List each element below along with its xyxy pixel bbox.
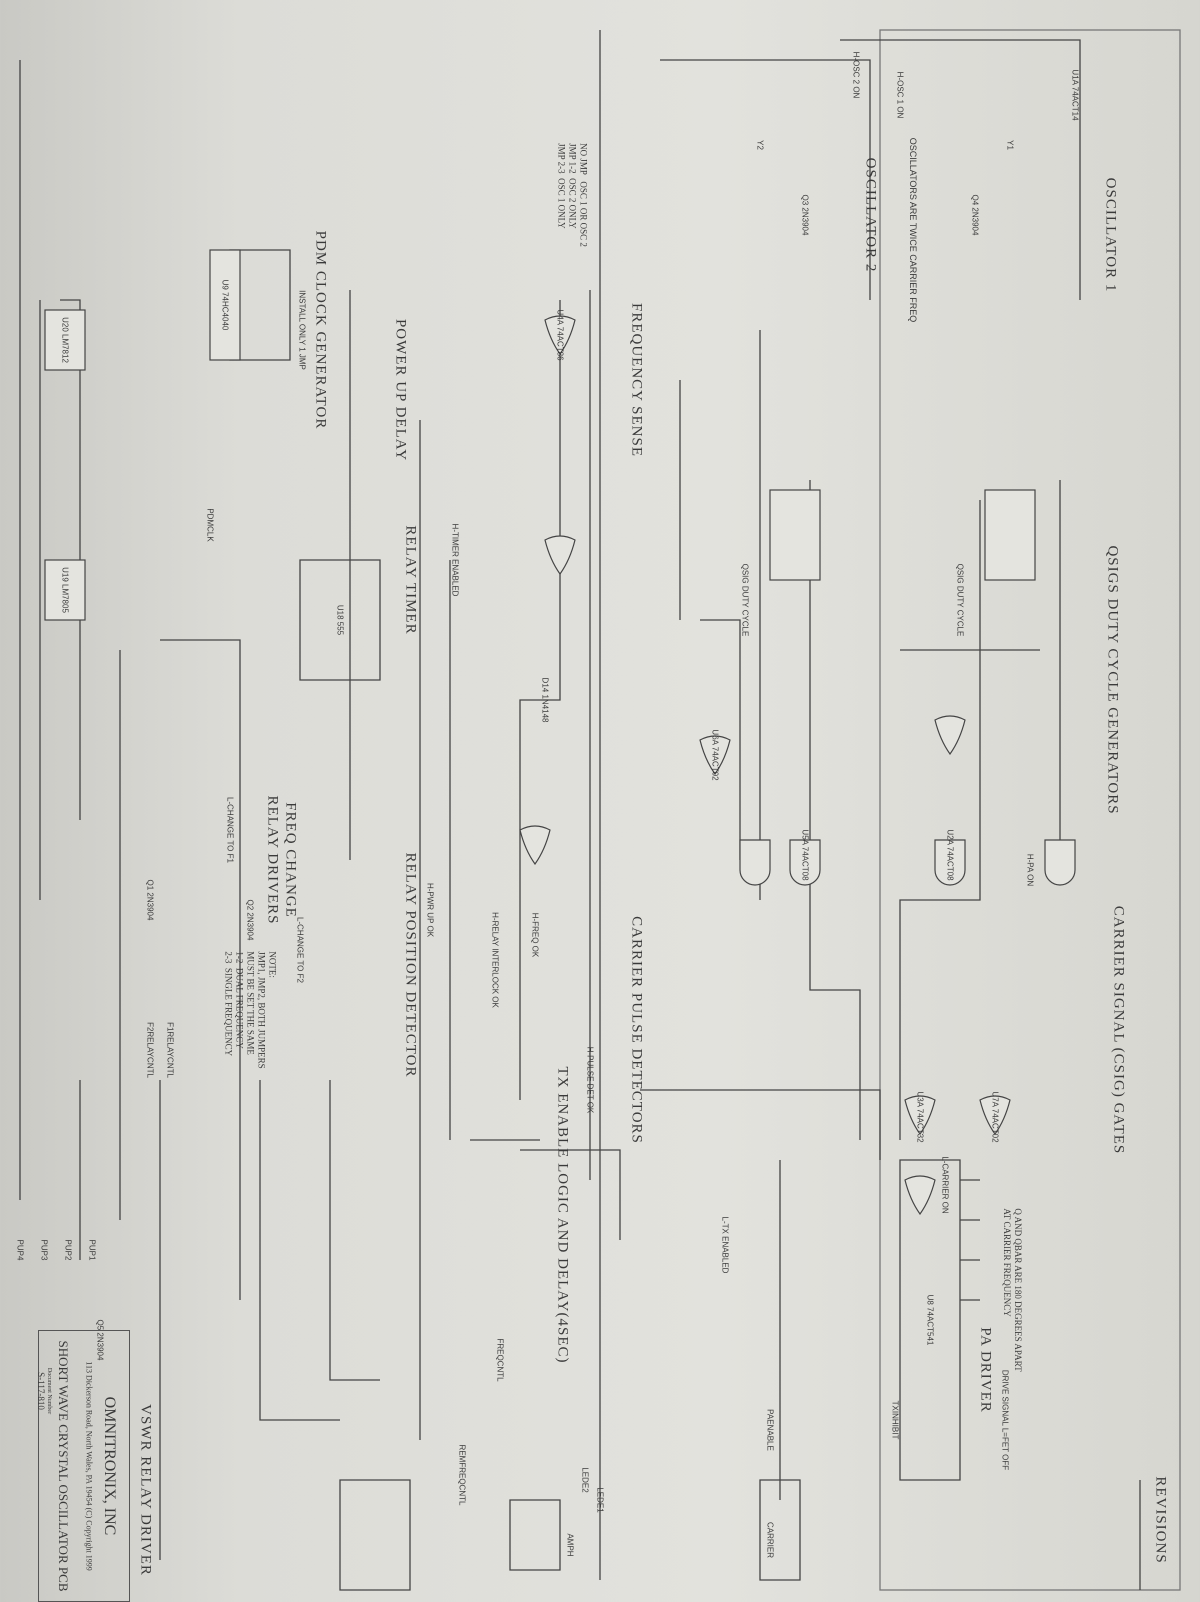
part-label: Q1 2N3904 [145,879,155,921]
revisions-header: REVISIONS [1152,1476,1169,1564]
part-label: U2A 74ACT08 [945,829,955,881]
signal-label: TXINHIBIT [890,1400,900,1440]
signal-label: FREQCNTL [495,1338,505,1382]
signal-label: H-RELAY INTERLOCK OK [490,912,500,1008]
signal-label: PDMCLK [205,508,215,542]
signal-label: L-TX ENABLED [720,1216,730,1274]
part-label: Q3 2N3904 [800,194,810,236]
connector-pup4: PUP4 [15,1239,25,1261]
section-vswr-relay-driver: VSWR RELAY DRIVER [137,1404,154,1576]
section-pa-driver: PA DRIVER [977,1327,994,1413]
section-relay-drivers: RELAY DRIVERS [264,795,281,925]
part-label: U20 LM7812 [60,317,70,363]
section-relay-timer: RELAY TIMER [402,525,419,635]
signal-label: L-CARRIER ON [940,1156,950,1214]
connector-pup1: PUP1 [87,1239,97,1261]
oscillator-select-note: NO JMP OSC 1 OR OSC 2 JMP 1-2 OSC 2 ONLY… [556,143,589,247]
drawing-title: SHORT WAVE CRYSTAL OSCILLATOR PCB [56,1340,71,1592]
section-qsig-duty-cycle: QSIGS DUTY CYCLE GENERATORS [1104,545,1121,815]
section-pdm-clock: PDM CLOCK GENERATOR [312,230,329,430]
title-block: OMNITRONIX, INC 113 Dickerson Road, Nort… [36,1330,130,1602]
company-name: OMNITRONIX, INC [101,1396,118,1536]
signal-label: H-PA ON [1025,853,1035,887]
section-tx-enable: TX ENABLE LOGIC AND DELAY(4SEC) [554,1066,571,1364]
oscillator-note: OSCILLATORS ARE TWICE CARRIER FREQ [908,137,918,323]
part-label: Q2 2N3904 [245,899,255,941]
part-label: U4A 74ACT86 [555,309,565,361]
q-qbar-note: Q AND QBAR ARE 180 DEGREES APART AT CARR… [1002,1208,1023,1372]
part-label: U19 LM7805 [60,567,70,613]
signal-label: H-OSC 1 ON [895,71,905,119]
signal-label: L-CHANGE TO F2 [295,917,305,983]
part-label: U5A 74ACT08 [800,829,810,881]
part-label: U8 74ACT541 [925,1294,935,1346]
section-carrier-pulse-detectors: CARRIER PULSE DETECTORS [628,916,645,1144]
section-oscillator-2: OSCILLATOR 2 [862,157,879,273]
signal-label: H-FREQ OK [530,912,540,958]
part-label: U3A 74ACT32 [915,1091,925,1143]
qsig-duty-label-2: QSIG DUTY CYCLE [740,563,750,637]
doc-number: S-117-810 [36,1372,46,1410]
signal-label: L-CHANGE TO F1 [225,797,235,863]
doc-number-label: Document Number [46,1367,52,1415]
signal-label: AMPH [565,1533,575,1557]
signal-label: H-TIMER ENABLED [450,523,460,597]
section-frequency-sense: FREQUENCY SENSE [628,302,645,458]
signal-label: LEDE1 [595,1487,605,1513]
qsig-duty-label-1: QSIG DUTY CYCLE [955,563,965,637]
part-label: Y1 [1005,140,1015,150]
part-label: D14 1N4148 [540,677,550,723]
part-label: U9 74HC4040 [220,279,230,331]
pdm-install-note: INSTALL ONLY 1 JMP [297,290,307,370]
signal-label: LEDE2 [580,1467,590,1493]
company-address: 113 Dickerson Road, North Wales, PA 1945… [84,1361,94,1571]
signal-label: DRIVE SIGNAL L=FET OFF [1000,1369,1010,1471]
jumper-note: NOTE: JMP1, JMP2, BOTH JUMPERS MUST BE S… [223,951,278,1069]
part-label: U1A 74ACT14 [1070,69,1080,121]
connector-pup3: PUP3 [39,1239,49,1261]
section-power-up-delay: POWER UP DELAY [392,318,409,462]
part-label: U6A 74ACT02 [710,729,720,781]
signal-label: CARRIER [765,1521,775,1559]
part-label: U7A 74ACT02 [990,1091,1000,1143]
part-label: Y2 [755,140,765,150]
signal-label: PAENABLE [765,1409,775,1451]
section-carrier-gates: CARRIER SIGNAL (CSIG) GATES [1110,905,1127,1155]
section-freq-change: FREQ CHANGE [282,802,299,918]
section-relay-position-detector: RELAY POSITION DETECTOR [402,852,419,1078]
signal-label: H-PULSE DET OK [585,1046,595,1114]
signal-label: REMFREQCNTL [457,1444,467,1506]
signal-label: H-PWR UP OK [425,882,435,938]
signal-label: F2RELAYCNTL [145,1022,155,1078]
connector-pup2: PUP2 [63,1239,73,1261]
signal-label: H-OSC 2 ON [851,51,861,99]
signal-label: F1RELAYCNTL [165,1022,175,1078]
section-oscillator-1: OSCILLATOR 1 [1102,177,1119,293]
part-label: Q4 2N3904 [970,194,980,236]
part-label: U18 555 [335,604,345,636]
